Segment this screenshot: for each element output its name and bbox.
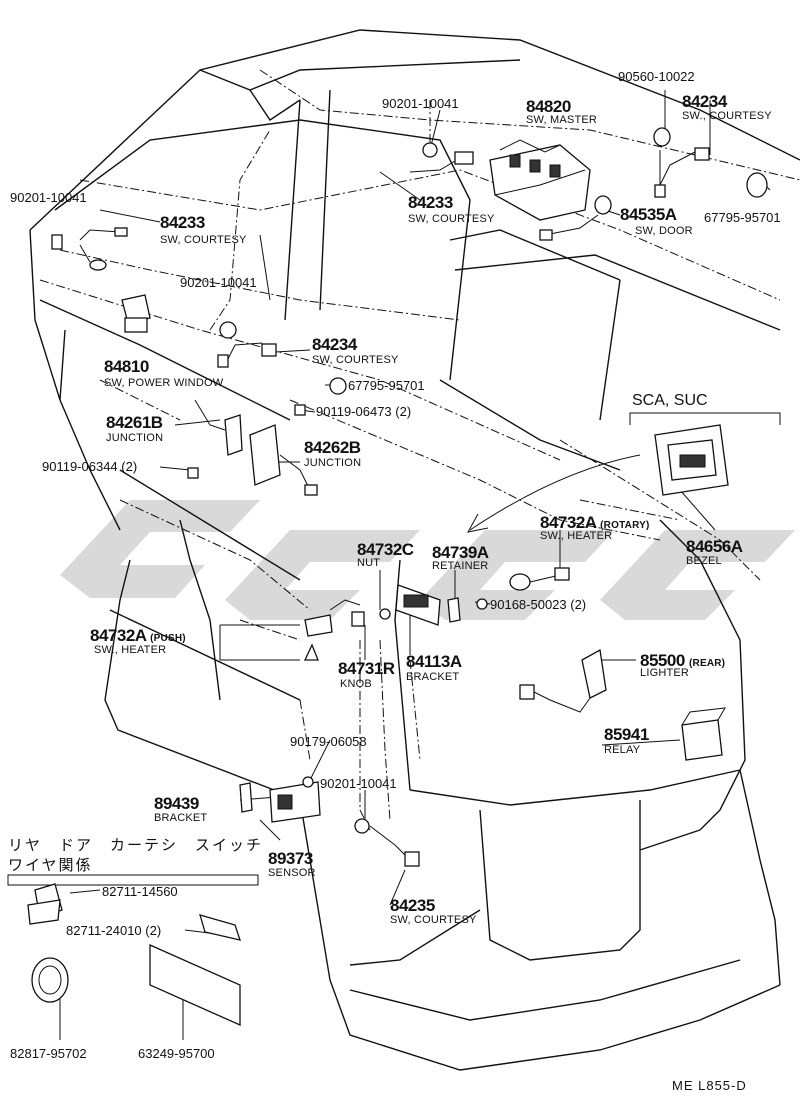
part-85941-number: 85941 [604,725,649,744]
fastener-90201-top: 90201-10041 [382,96,459,111]
part-85500-number: 85500 (REAR) [640,651,726,670]
part-84739a-desc: RETAINER [432,560,489,572]
part-84732c-number: 84732C [357,540,414,559]
part-84262b-desc: JUNCTION [304,457,362,469]
fastener-90201-rear: 90201-10041 [320,776,397,791]
fastener-90119-06473: 90119-06473 (2) [316,404,412,419]
part-84732a-push-desc: SW., HEATER [94,644,167,656]
part-84810-desc: SW, POWER WINDOW [104,377,224,389]
part-84732a-rotary-desc: SW., HEATER [540,530,613,542]
fastener-82817-95702: 82817-95702 [10,1046,87,1061]
part-84234-mid-desc: SW, COURTESY [312,354,399,366]
part-84535a-desc: SW, DOOR [635,225,693,237]
part-84732c-desc: NUT [357,557,381,569]
fastener-90168-50023: 90168-50023 (2) [490,597,587,612]
japanese-caption-line1: リヤ ドア カーテシ スイッチ [8,836,264,854]
variant-header: SCA, SUC [632,392,708,409]
part-84235-desc: SW, COURTESY [390,914,477,926]
part-84233-left-desc: SW, COURTESY [160,234,247,246]
fastener-90560: 90560-10022 [618,69,695,84]
power-window-switch [121,294,151,324]
part-84233-top-number: 84233 [408,193,453,212]
part-84113a-number: 84113A [406,652,462,671]
fastener-90201-left: 90201-10041 [10,190,87,205]
part-84535a-number: 84535A [620,205,677,224]
fastener-82711-24010: 82711-24010 (2) [66,923,162,938]
fastener-63249-95700: 63249-95700 [138,1046,215,1061]
vehicle-body-outline [29,29,800,1071]
courtesy-switch-wire-left [79,229,121,241]
part-84233-left-number: 84233 [160,213,205,232]
part-85500-desc: LIGHTER [640,667,690,679]
junction-84261b [224,414,243,456]
part-84739a-number: 84739A [432,543,489,562]
relay-85941 [681,719,723,761]
part-84235-number: 84235 [390,896,435,915]
fastener-90119-06344: 90119-06344 (2) [42,459,138,474]
part-84810-number: 84810 [104,357,149,376]
part-84234-top-desc: SW., COURTESY [682,110,772,122]
grommet-82817-95702 [31,957,69,1003]
part-84234-top-number: 84234 [682,92,727,111]
part-84261b-desc: JUNCTION [106,432,164,444]
part-84656a-desc: BEZEL [686,555,722,567]
fastener-67795-top: 67795-95701 [704,210,781,225]
part-85941-desc: RELAY [604,744,641,756]
part-89439-desc: BRACKET [154,812,208,824]
part-89373-number: 89373 [268,849,313,868]
part-84262b-number: 84262B [304,438,361,457]
part-84113a-desc: BRACKET [406,671,460,683]
part-84820-number: 84820 [526,97,571,116]
lighter-85500 [581,648,607,699]
part-84233-top-desc: SW, COURTESY [408,213,495,225]
part-84820-desc: SW, MASTER [526,114,598,126]
figure-reference: ME L855-D [672,1078,747,1093]
part-84261b-number: 84261B [106,413,163,432]
part-84656a-number: 84656A [686,537,743,556]
components [27,127,768,1027]
sensor-89373 [269,781,321,823]
wiring-reference-lines [39,69,800,831]
part-84731r-number: 84731R [338,659,395,678]
part-84731r-desc: KNOB [340,678,372,690]
part-89439-number: 89439 [154,794,199,813]
part-84732a-rotary-number: 84732A (ROTARY) [540,513,650,532]
part-89373-desc: SENSOR [268,867,316,879]
japanese-caption-line2: ワイヤ関係 [8,856,93,874]
fastener-90201-mid: 90201-10041 [180,275,257,290]
part-84732a-push-number: 84732A (PUSH) [90,626,186,645]
fastener-67795-mid: 67795-95701 [348,378,425,393]
variant-bracket [467,412,781,533]
master-switch [489,144,591,221]
fastener-90179-06058: 90179-06058 [290,734,367,749]
clip-82711-24010 [199,914,241,941]
plate-63249-95700 [149,943,241,1027]
fastener-82711-14560: 82711-14560 [102,884,178,899]
junction-84262b [249,424,281,486]
part-84234-mid-number: 84234 [312,335,357,354]
